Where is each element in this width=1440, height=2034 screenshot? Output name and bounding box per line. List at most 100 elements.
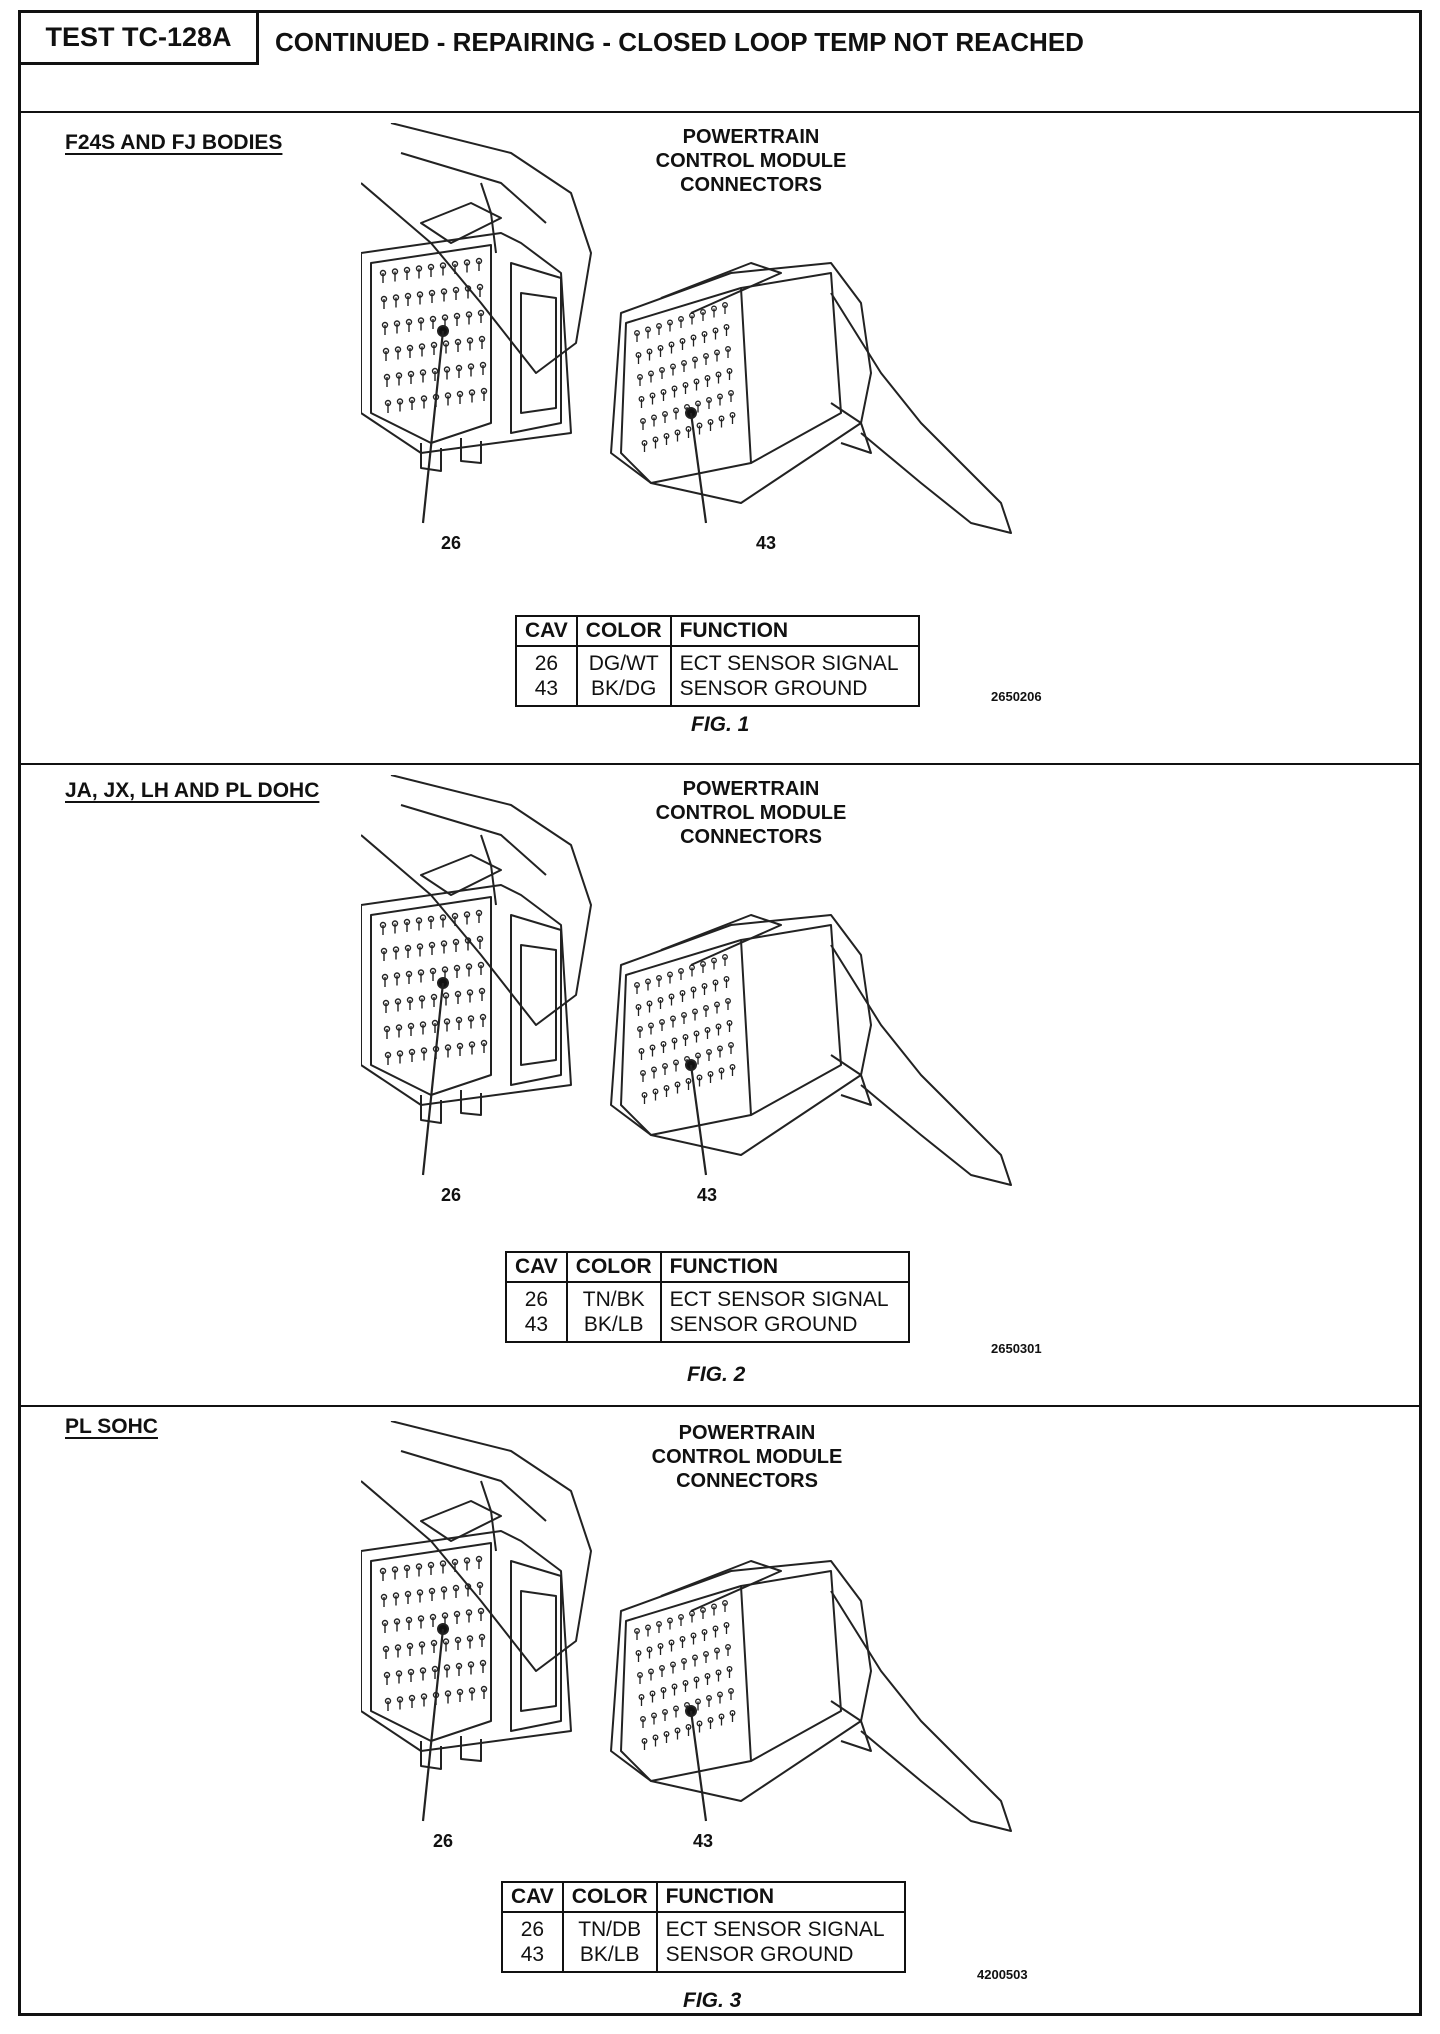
pin-cavity: [703, 1651, 709, 1657]
pin-cavity: [467, 1661, 475, 1668]
pin-cavity: [674, 1081, 681, 1088]
pin-cavity: [475, 257, 483, 265]
pin-cavity: [717, 1045, 723, 1052]
pin-cavity: [455, 364, 463, 372]
pin-cavity: [651, 414, 657, 421]
pin-cavity: [381, 1619, 389, 1627]
pin-cavity: [478, 1633, 486, 1641]
pin-cavity: [695, 1052, 701, 1059]
left-housing: [361, 884, 572, 1106]
left-latch: [520, 1590, 557, 1712]
pin-cavity: [707, 419, 714, 425]
pin-cavity: [656, 1621, 662, 1627]
pin-cavity: [468, 1687, 476, 1694]
pin-cavity: [707, 1717, 714, 1723]
pin-cavity: [391, 920, 399, 927]
pin-cavity: [419, 1667, 427, 1674]
pin-cavity: [429, 315, 437, 323]
pin-cavity: [440, 288, 448, 295]
pin-cavity: [659, 1665, 665, 1671]
left-top-tab: [420, 202, 502, 244]
cavity-table: CAV COLOR FUNCTION 26 TN/BK ECT SENSOR S…: [505, 1251, 910, 1343]
pin-cavity: [725, 998, 731, 1004]
pin-cavity: [406, 1642, 414, 1650]
pin-cavity: [690, 334, 697, 341]
pin-cavity: [668, 341, 675, 348]
left-cable-outline: [361, 123, 592, 374]
left-cable-line: [480, 1480, 497, 1552]
right-side-panel: [740, 272, 842, 464]
pin-cavity: [451, 912, 459, 920]
right-side-panel: [740, 1570, 842, 1762]
pin-cavity: [663, 1731, 670, 1737]
pin-cavity: [393, 972, 401, 979]
pin-cavity: [729, 1710, 736, 1716]
pin-cavity: [455, 1016, 463, 1024]
pin-cavity: [452, 1584, 460, 1592]
pin-cavity: [635, 1650, 642, 1656]
pin-cavity: [479, 361, 487, 369]
connector-line-art: [361, 1421, 1012, 1832]
left-cable-line: [400, 1450, 547, 1522]
pin-cavity: [723, 976, 730, 982]
pin-cavity: [416, 943, 424, 950]
pin-cavity: [464, 1583, 472, 1590]
section-label: PL SOHC: [65, 1415, 158, 1438]
pin-cavity: [393, 320, 401, 327]
pin-cavity: [706, 1049, 712, 1055]
left-side-panel: [510, 262, 562, 434]
callout-leader-43: [689, 412, 708, 524]
pin-cavity: [690, 986, 697, 993]
left-latch: [520, 292, 557, 414]
pin-cavity: [722, 302, 728, 308]
pin-cavity: [726, 368, 733, 374]
section-label: F24S AND FJ BODIES: [65, 131, 283, 154]
pin-cavity: [674, 1727, 681, 1734]
pin-cavity: [404, 292, 412, 300]
pin-cavity: [659, 367, 665, 373]
pin-cavity: [700, 961, 706, 967]
pin-cavity: [464, 285, 472, 292]
pin-cavity: [695, 1698, 701, 1705]
pin-cavity: [429, 967, 437, 975]
pin-cavity: [395, 372, 403, 379]
pin-cavity: [428, 289, 436, 297]
pin-cavity: [703, 1005, 709, 1011]
pin-cavity: [641, 440, 648, 446]
pin-cavity: [456, 1688, 464, 1696]
pin-cavity: [443, 1664, 451, 1671]
pin-cavity: [384, 1051, 392, 1059]
pin-cavity: [667, 971, 673, 978]
pin-cavity: [451, 1558, 459, 1566]
pin-cavity: [454, 1636, 462, 1644]
pin-cavity: [700, 1607, 706, 1613]
figure-caption: FIG. 1: [691, 713, 750, 736]
pin-cavity: [442, 992, 450, 999]
pin-cavity: [415, 265, 423, 272]
pin-cavity: [408, 1694, 416, 1702]
pin-cavity: [396, 398, 404, 405]
pin-cavity: [416, 291, 424, 298]
pin-cavity: [418, 995, 426, 1002]
pin-cavity: [451, 260, 459, 268]
pin-cavity: [656, 975, 662, 981]
pin-cavity: [671, 1683, 678, 1690]
pin-cavity: [660, 1041, 667, 1047]
pin-cavity: [430, 993, 438, 1001]
pin-cavity: [380, 947, 388, 955]
pin-cavity: [380, 1593, 388, 1601]
pin-cavity: [717, 393, 723, 400]
pin-cavity: [452, 286, 460, 294]
pin-cavity: [476, 283, 484, 291]
table-row: 43 BK/LB SENSOR GROUND: [501, 1942, 906, 1973]
left-cable-line: [480, 182, 497, 254]
left-side-panel: [510, 914, 562, 1086]
right-cable-outline: [830, 292, 1012, 534]
pin-cavity: [638, 1694, 645, 1700]
pin-cavity: [634, 1628, 640, 1634]
pin-cavity: [652, 436, 659, 443]
pcm-connectors-illustration: [361, 1421, 1012, 1832]
pin-cavity: [729, 1064, 736, 1070]
pin-cavity: [641, 1092, 648, 1098]
pin-cavity: [466, 989, 474, 996]
